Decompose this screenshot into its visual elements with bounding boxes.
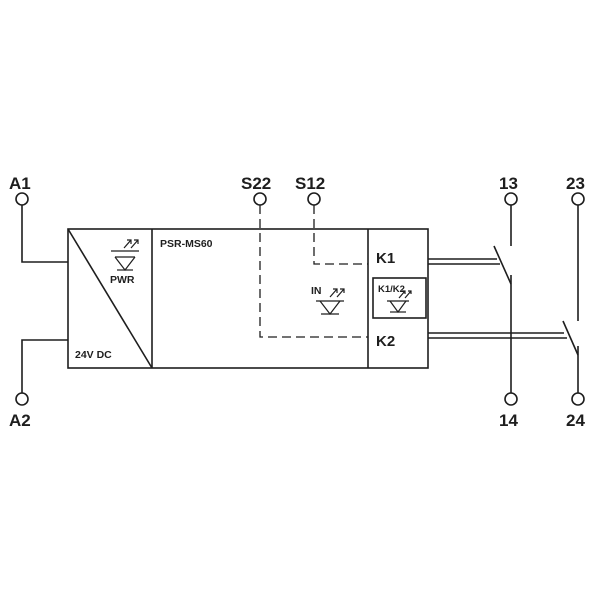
- pwr-label: PWR: [110, 274, 135, 286]
- pwr-led-symbol: [111, 239, 139, 271]
- k1-label: K1: [376, 250, 395, 267]
- terminal-s22: [253, 192, 267, 206]
- module-outline: [67, 228, 429, 369]
- input-circuit-dashed: [259, 205, 368, 338]
- module-housing: [67, 228, 429, 369]
- k1-k2-led-symbol: [387, 290, 412, 314]
- terminal-a2: [15, 392, 29, 406]
- terminal-a1: [15, 192, 29, 206]
- terminal-14: [504, 392, 518, 406]
- s12-dashed-path: [313, 205, 368, 265]
- k1-k2-led-label: K1/K2: [378, 284, 405, 295]
- label-23: 23: [566, 174, 585, 193]
- converter-diagonal: [67, 228, 153, 369]
- relay-linkages: [428, 258, 567, 339]
- label-13: 13: [499, 174, 518, 193]
- label-s22: S22: [241, 174, 271, 193]
- terminal-s12: [307, 192, 321, 206]
- contact-13-14: [493, 205, 512, 393]
- in-led-symbol: [316, 288, 345, 315]
- contact-23-24: [562, 205, 579, 393]
- voltage-label: 24V DC: [75, 349, 112, 361]
- k1-k2-led-box: [372, 277, 427, 319]
- label-s12: S12: [295, 174, 325, 193]
- a1-wire: [21, 205, 68, 263]
- s22-dashed-path: [259, 205, 368, 338]
- model-label: PSR-MS60: [160, 238, 213, 250]
- terminal-circles: [15, 192, 585, 406]
- terminal-23: [571, 192, 585, 206]
- a2-wire: [21, 339, 68, 393]
- label-14: 14: [499, 411, 518, 430]
- supply-wiring: [21, 205, 68, 393]
- in-led-label: IN: [311, 285, 322, 297]
- label-a1: A1: [9, 174, 31, 193]
- terminal-13: [504, 192, 518, 206]
- relay-block: [372, 277, 427, 319]
- label-24: 24: [566, 411, 585, 430]
- label-a2: A2: [9, 411, 31, 430]
- k2-label: K2: [376, 333, 395, 350]
- terminal-24: [571, 392, 585, 406]
